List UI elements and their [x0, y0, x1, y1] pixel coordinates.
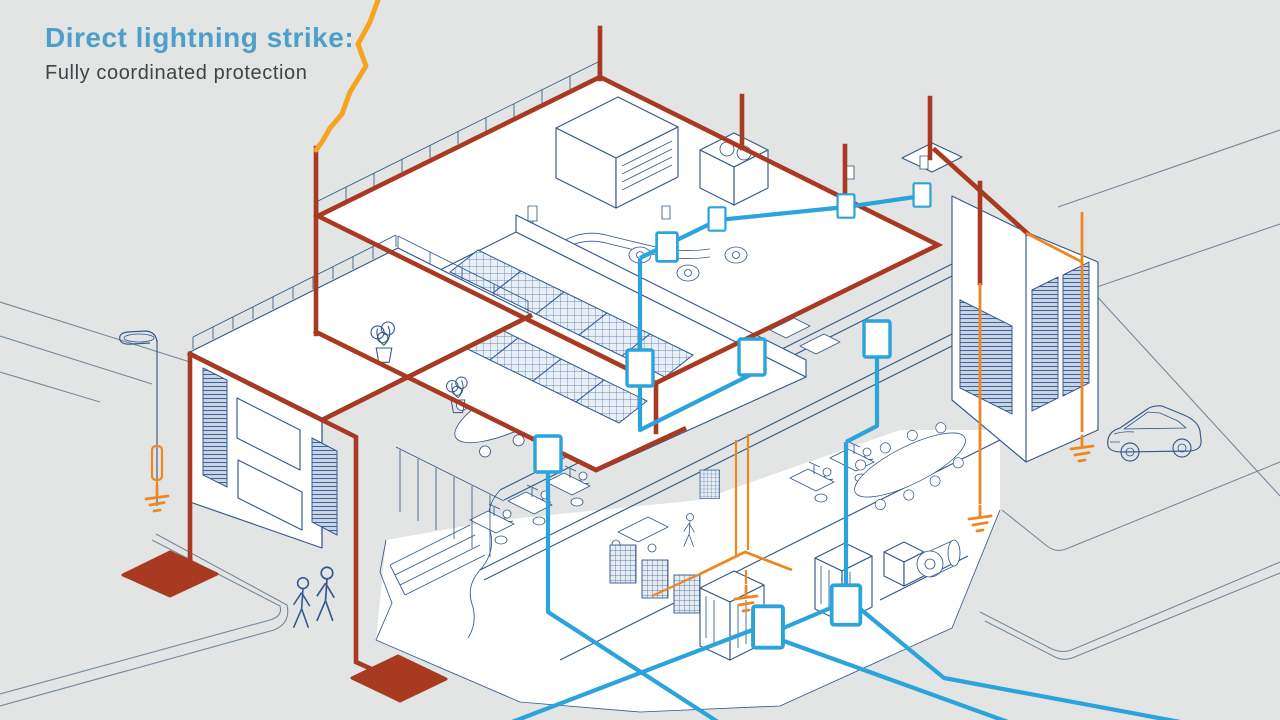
rooftop-network-line — [639, 193, 923, 260]
curb-line — [984, 572, 1280, 660]
generator-icon — [879, 539, 969, 601]
spd-box — [533, 434, 563, 474]
conference-table-icon — [854, 422, 966, 510]
page-subtitle: Fully coordinated protection — [45, 62, 308, 84]
road-edge — [0, 301, 191, 363]
spd-box — [836, 193, 856, 219]
pipework-icon — [559, 232, 711, 260]
upper-roof-plant-level — [317, 61, 963, 384]
earthing-and-bonding — [651, 212, 1095, 613]
entrance-mullions — [395, 446, 505, 557]
road-edge — [1092, 291, 1280, 497]
roof-edge-conductor — [931, 146, 1031, 237]
roads-and-sidewalks — [0, 129, 1280, 707]
header: Direct lightning strike: Fully coordinat… — [45, 22, 354, 85]
street-lamp-icon — [119, 330, 170, 513]
spd-box — [862, 319, 892, 359]
service-line — [857, 606, 1181, 720]
server-rack-icon — [609, 544, 637, 584]
roof-ring-conductor — [312, 74, 944, 386]
service-line — [780, 638, 1009, 720]
earth-symbol — [144, 484, 170, 513]
window-louvered — [959, 299, 1013, 415]
shelf-icon — [699, 469, 720, 499]
curb-line — [0, 533, 289, 707]
window-louvered — [311, 437, 338, 536]
bonding-risers — [734, 434, 750, 556]
street-objects — [119, 330, 1202, 629]
spd-box-main — [751, 604, 785, 650]
pedestrian-icon — [292, 576, 311, 629]
riser-line — [637, 258, 753, 433]
excavation-edge — [375, 509, 1001, 713]
isolated-conductor — [1025, 231, 1083, 264]
curb-line — [979, 561, 1280, 653]
road-edge — [1090, 223, 1280, 290]
spd-box — [912, 182, 932, 208]
service-line — [511, 627, 756, 720]
road-edge — [0, 335, 153, 385]
canteen-area — [611, 513, 695, 553]
spd-box — [625, 348, 655, 388]
wall-device-icons — [527, 155, 929, 222]
spd-box-main — [829, 583, 863, 627]
curb-line — [0, 539, 282, 695]
bonding-branch — [651, 573, 701, 597]
curb-line — [1001, 461, 1280, 552]
internal-surge-protection-network — [511, 182, 1181, 720]
riser-line — [843, 357, 880, 588]
window-louvered — [1031, 276, 1059, 412]
right-wing — [951, 195, 1099, 463]
spd-box — [655, 231, 679, 263]
window-louvered — [1062, 261, 1090, 397]
window-louvered — [202, 367, 228, 488]
window-plain — [236, 397, 301, 471]
auditorium-steps — [389, 524, 486, 596]
earth-plate — [121, 550, 219, 598]
spd-box — [737, 337, 767, 377]
equipotential-bonding-bar — [699, 550, 793, 576]
external-lightning-protection — [121, 25, 1031, 703]
office-floor-1 — [389, 422, 966, 596]
sofa-icons — [769, 317, 841, 355]
down-conductor — [318, 416, 382, 676]
car-icon — [1107, 405, 1202, 462]
window-plain — [237, 459, 303, 531]
earth-plate — [350, 654, 448, 703]
left-wing — [189, 234, 531, 557]
road-edge — [1057, 129, 1280, 208]
pedestrian-icon — [316, 566, 336, 622]
server-rack-icon — [641, 559, 669, 599]
spd-box — [707, 206, 727, 232]
terrace-railing — [192, 234, 529, 349]
riser-and-service-line — [545, 472, 719, 720]
lightning-bolt-icon — [313, 0, 381, 153]
road-edge — [0, 371, 101, 403]
basement-link-line — [780, 605, 834, 631]
ahu-duct-unit-icon — [555, 96, 679, 209]
roof-step — [515, 214, 807, 378]
page-title: Direct lightning strike: — [45, 22, 355, 53]
